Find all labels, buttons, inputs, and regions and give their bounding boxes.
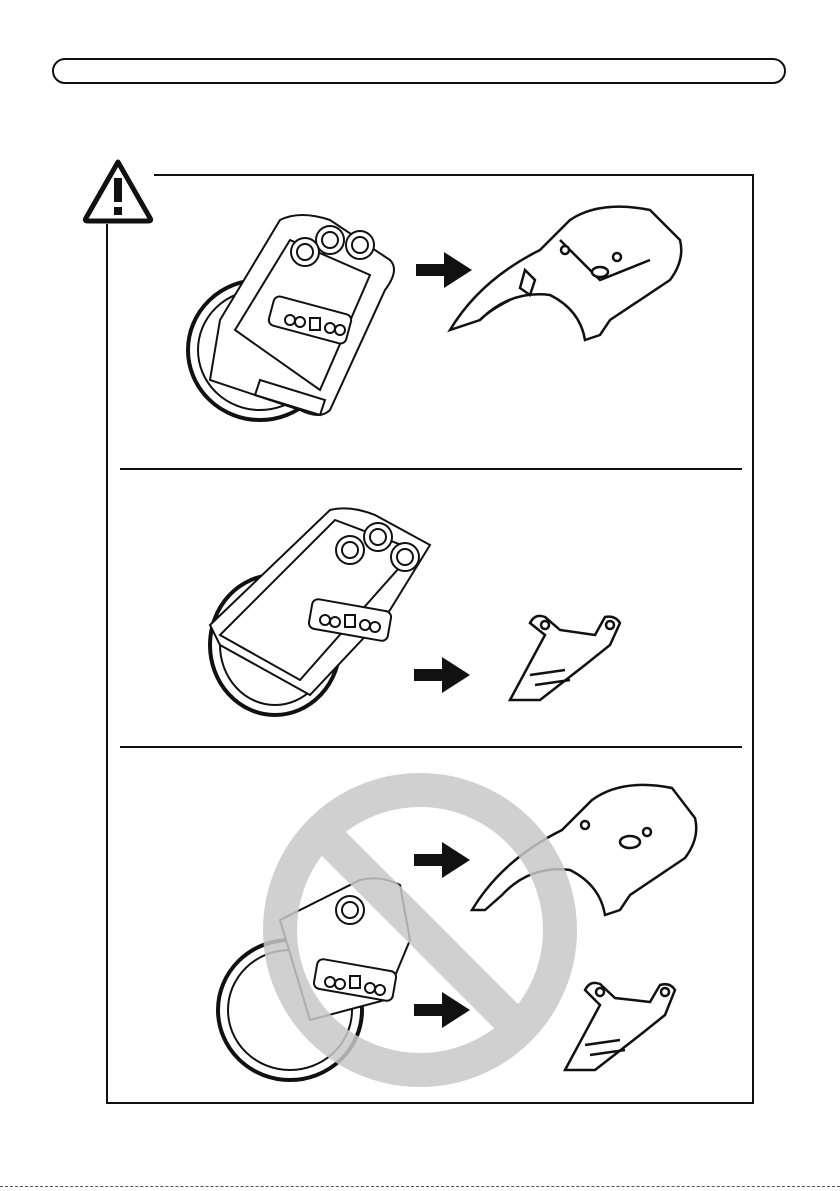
- panel-1-illustration: [180, 200, 730, 440]
- header-bar: [52, 58, 786, 84]
- panel-2-illustration: [200, 505, 650, 725]
- section-divider-2: [120, 746, 742, 748]
- camera-housing: [188, 215, 394, 420]
- arrow-right-icon: [414, 992, 470, 1028]
- warning-triangle-icon: [82, 158, 154, 224]
- bottom-bracket-part: [565, 983, 675, 1070]
- bottom-bracket-part: [510, 616, 620, 700]
- page-bottom-trim-line: [0, 1186, 840, 1187]
- arrow-right-icon: [414, 657, 470, 693]
- arrow-right-icon: [416, 252, 472, 288]
- panel-3-illustration: [210, 770, 700, 1090]
- section-divider-1: [120, 468, 742, 470]
- camera-housing: [210, 508, 430, 715]
- top-cover-part: [450, 207, 681, 340]
- arrow-right-icon: [414, 842, 470, 878]
